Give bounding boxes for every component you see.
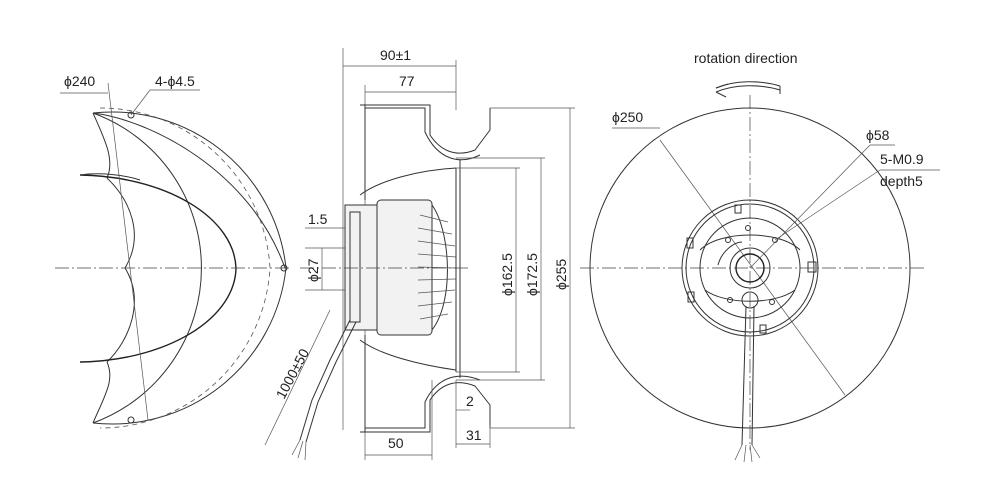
hub-diameter-label: ϕ58 — [866, 127, 890, 143]
flange-thickness-label: 1.5 — [308, 211, 328, 227]
rotation-label: rotation direction — [694, 50, 798, 66]
gap-label: 2 — [466, 393, 474, 409]
front-view — [580, 81, 940, 463]
side-view — [264, 48, 575, 461]
rear-depth-label: 31 — [466, 427, 482, 443]
left-diameter-label: ϕ240 — [64, 73, 95, 89]
left-holes-label: 4-ϕ4.5 — [155, 73, 195, 89]
thread-label: 5-M0.9 — [880, 151, 924, 167]
base-width-label: 50 — [388, 435, 404, 451]
cable-length-label: 1000±50 — [273, 346, 313, 402]
depth-label: depth5 — [880, 173, 923, 189]
front-diameter-label: ϕ250 — [612, 109, 643, 125]
outer-d-label: ϕ255 — [553, 259, 569, 290]
inner-d1-label: ϕ162.5 — [499, 253, 515, 296]
total-width-label: 90±1 — [380, 47, 411, 63]
inner-d2-label: ϕ172.5 — [524, 253, 540, 296]
mounting-ring-view — [55, 82, 290, 429]
shaft-diameter-label: ϕ27 — [305, 258, 321, 282]
body-width-label: 77 — [399, 73, 415, 89]
